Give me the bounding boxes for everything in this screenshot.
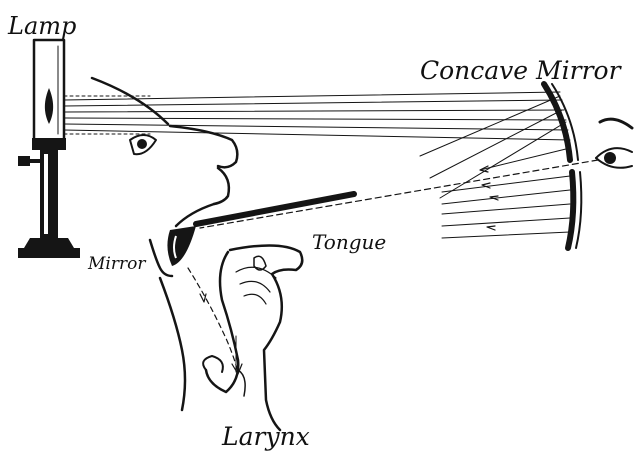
concave-mirror-lower — [568, 172, 573, 248]
reflected-ray — [442, 176, 570, 192]
label-mirror: Mirror — [88, 256, 145, 273]
lamp-stand — [40, 150, 58, 238]
reflected-ray — [442, 218, 570, 226]
observer-pupil — [604, 152, 616, 164]
concave-mirror-lower-back — [576, 172, 581, 248]
tongue-texture — [244, 294, 266, 304]
epiglottis — [203, 356, 223, 372]
patient-neck-front — [160, 278, 185, 410]
label-tongue: Tongue — [312, 232, 386, 252]
mirror-handle — [196, 194, 354, 224]
ray — [64, 110, 564, 112]
lamp-base-top — [24, 238, 74, 248]
reflected-ray — [440, 122, 566, 198]
larynx-cartilage — [238, 370, 245, 396]
lamp-flame — [45, 88, 53, 124]
incident-light-rays — [64, 92, 570, 140]
line-of-sight — [200, 160, 598, 228]
observer-eye — [596, 119, 632, 168]
reflected-ray — [442, 190, 570, 204]
mirror-head — [167, 226, 196, 266]
label-concave-mirror: Concave Mirror — [420, 58, 621, 83]
reflected-ray — [442, 204, 570, 214]
tongue-texture — [240, 281, 270, 292]
ray — [64, 118, 566, 120]
patient-pupil — [137, 139, 147, 149]
patient-upper-lip — [214, 168, 229, 204]
reflected-light-rays — [420, 96, 570, 238]
lamp-stand-highlight — [44, 154, 48, 234]
lamp-burner — [32, 138, 66, 150]
ray-arrowhead — [487, 226, 495, 230]
reflected-ray — [442, 232, 570, 238]
lamp-base — [18, 248, 80, 258]
observer-brow — [600, 119, 632, 128]
label-larynx: Larynx — [222, 424, 310, 449]
patient-forehead — [92, 78, 168, 124]
lamp-illustration — [18, 40, 80, 258]
pharynx-wall — [230, 245, 302, 430]
label-lamp: Lamp — [8, 14, 76, 38]
reflection-arrowhead — [200, 294, 206, 302]
